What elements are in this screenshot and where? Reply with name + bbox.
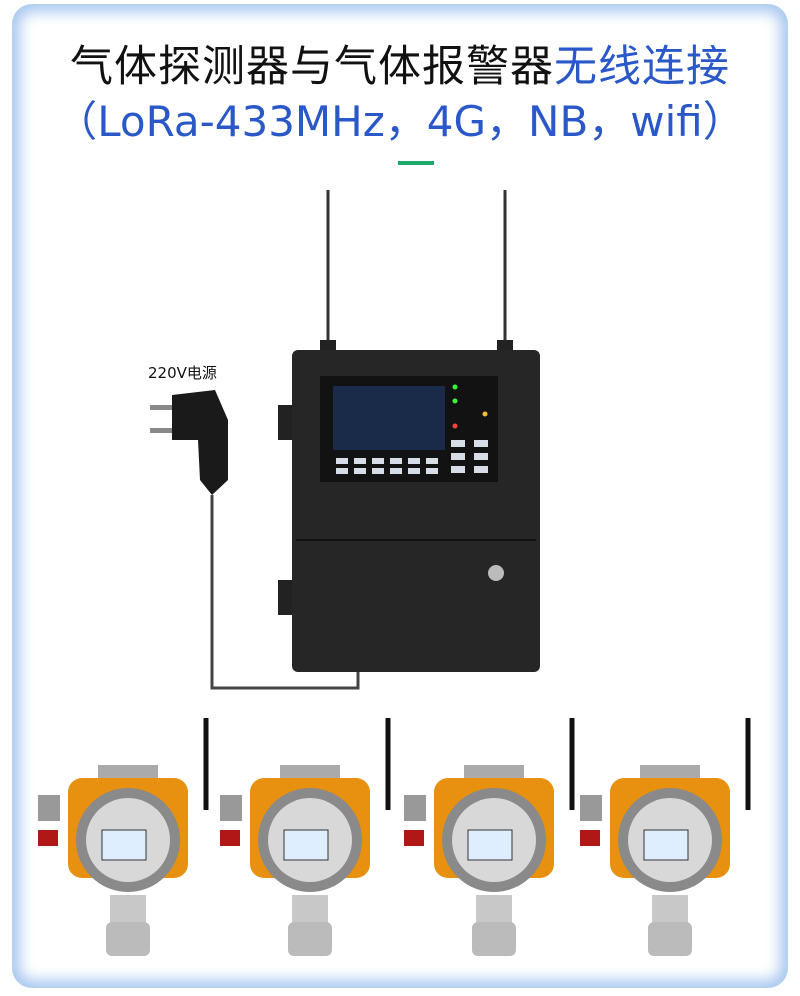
title-blue: 无线连接 — [554, 42, 730, 92]
power-label: 220V电源 — [148, 364, 217, 382]
gas-detector — [580, 718, 751, 956]
power-plug-icon — [150, 390, 228, 495]
gas-detector — [38, 718, 209, 956]
gas-detector — [220, 718, 391, 956]
title-black: 气体探测器与气体报警器 — [70, 42, 554, 92]
title-line-2: （LoRa-433MHz，4G，NB，wifi） — [55, 97, 745, 146]
title-line-1: 气体探测器与气体报警器无线连接 — [0, 32, 800, 94]
alarm-controller — [278, 190, 540, 672]
power-cable — [210, 495, 360, 690]
gas-detector — [404, 718, 575, 956]
divider-bar — [398, 161, 434, 165]
